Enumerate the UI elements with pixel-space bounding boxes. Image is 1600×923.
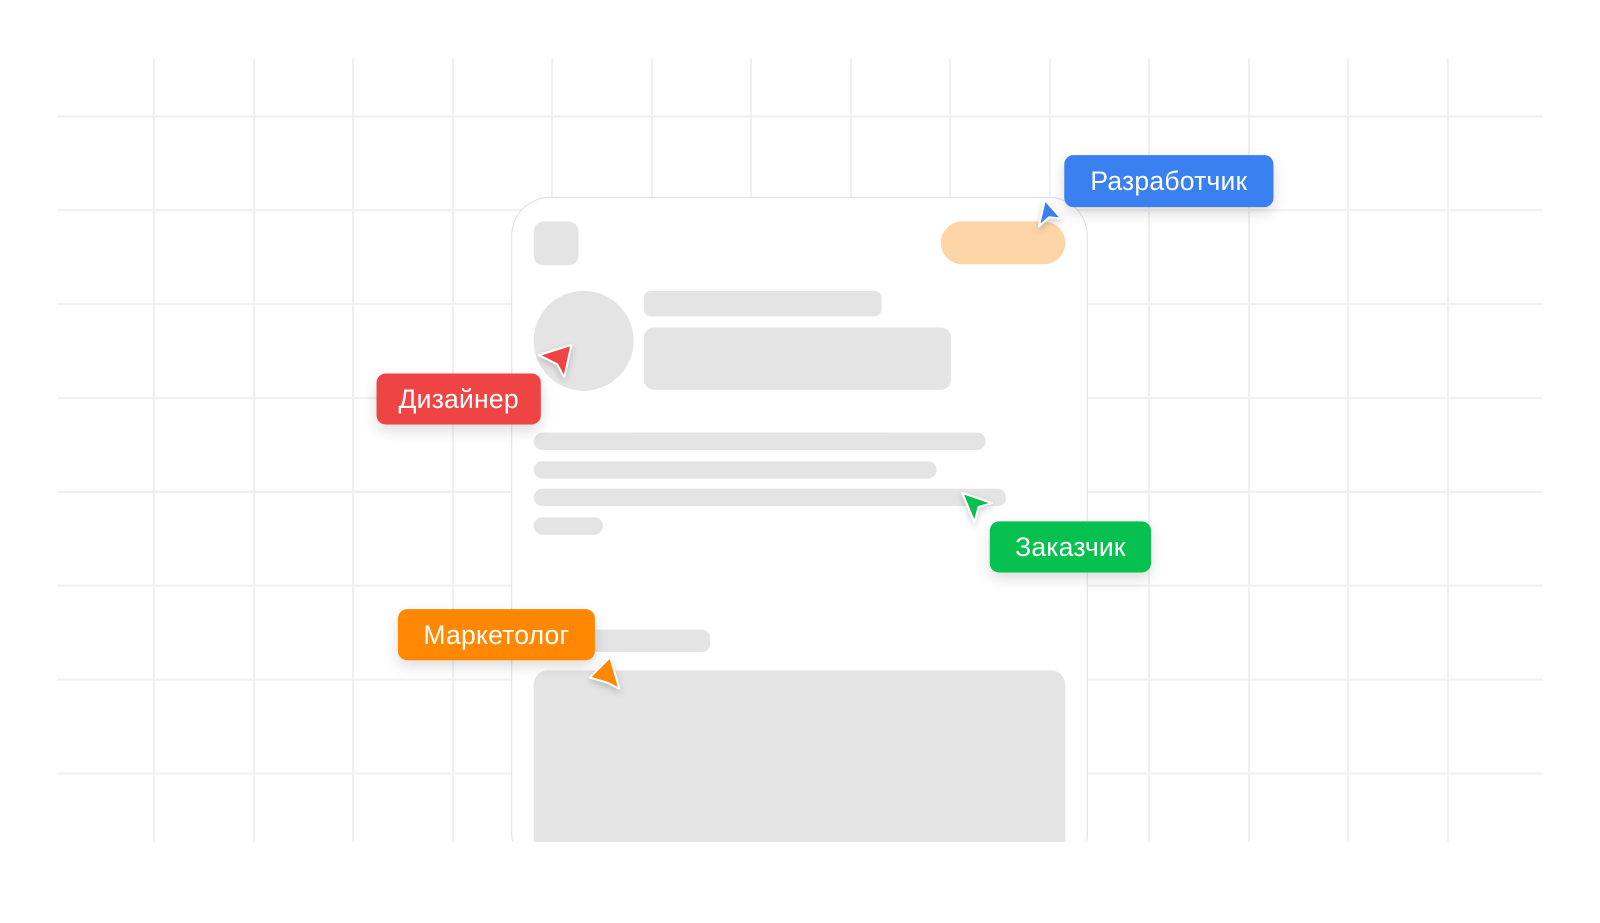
- cursor-shape: [961, 491, 993, 524]
- skeleton-subtitle-bar: [571, 629, 711, 653]
- skeleton-icon-square: [533, 221, 579, 266]
- skeleton-text-line: [533, 517, 604, 535]
- developer-label: Разработчик: [1064, 155, 1274, 208]
- cursor-shape: [537, 343, 573, 378]
- grid-line-horizontal: [57, 115, 1543, 118]
- grid-line-vertical: [1346, 58, 1349, 842]
- developer-cursor-icon: [1037, 198, 1063, 228]
- skeleton-button-pill: [940, 221, 1066, 265]
- cursor-shape: [588, 656, 621, 690]
- bottom-fade: [0, 841, 1600, 923]
- skeleton-title-bar: [643, 290, 882, 317]
- designer-label: Дизайнер: [376, 373, 541, 425]
- skeleton-text-line: [533, 461, 937, 479]
- cursor-shape: [1037, 198, 1063, 228]
- grid-line-vertical: [252, 58, 255, 842]
- client-cursor-icon: [961, 491, 993, 524]
- grid-line-vertical: [1446, 58, 1449, 842]
- designer-cursor-icon: [537, 343, 573, 378]
- skeleton-text-line: [533, 488, 1007, 507]
- skeleton-block: [643, 327, 952, 390]
- skeleton-image-block: [533, 670, 1066, 875]
- skeleton-text-line: [533, 432, 986, 450]
- canvas: Разработчик Дизайнер Заказчик Маркетолог: [57, 58, 1543, 875]
- grid-line-vertical: [1147, 58, 1150, 842]
- grid-line-vertical: [352, 58, 355, 842]
- client-label: Заказчик: [989, 521, 1152, 573]
- grid-line-vertical: [451, 58, 454, 842]
- grid-line-vertical: [153, 58, 156, 842]
- grid-line-vertical: [1247, 58, 1250, 842]
- marketer-cursor-icon: [588, 656, 621, 690]
- marketer-label: Маркетолог: [397, 609, 595, 661]
- skeleton-avatar: [533, 290, 634, 391]
